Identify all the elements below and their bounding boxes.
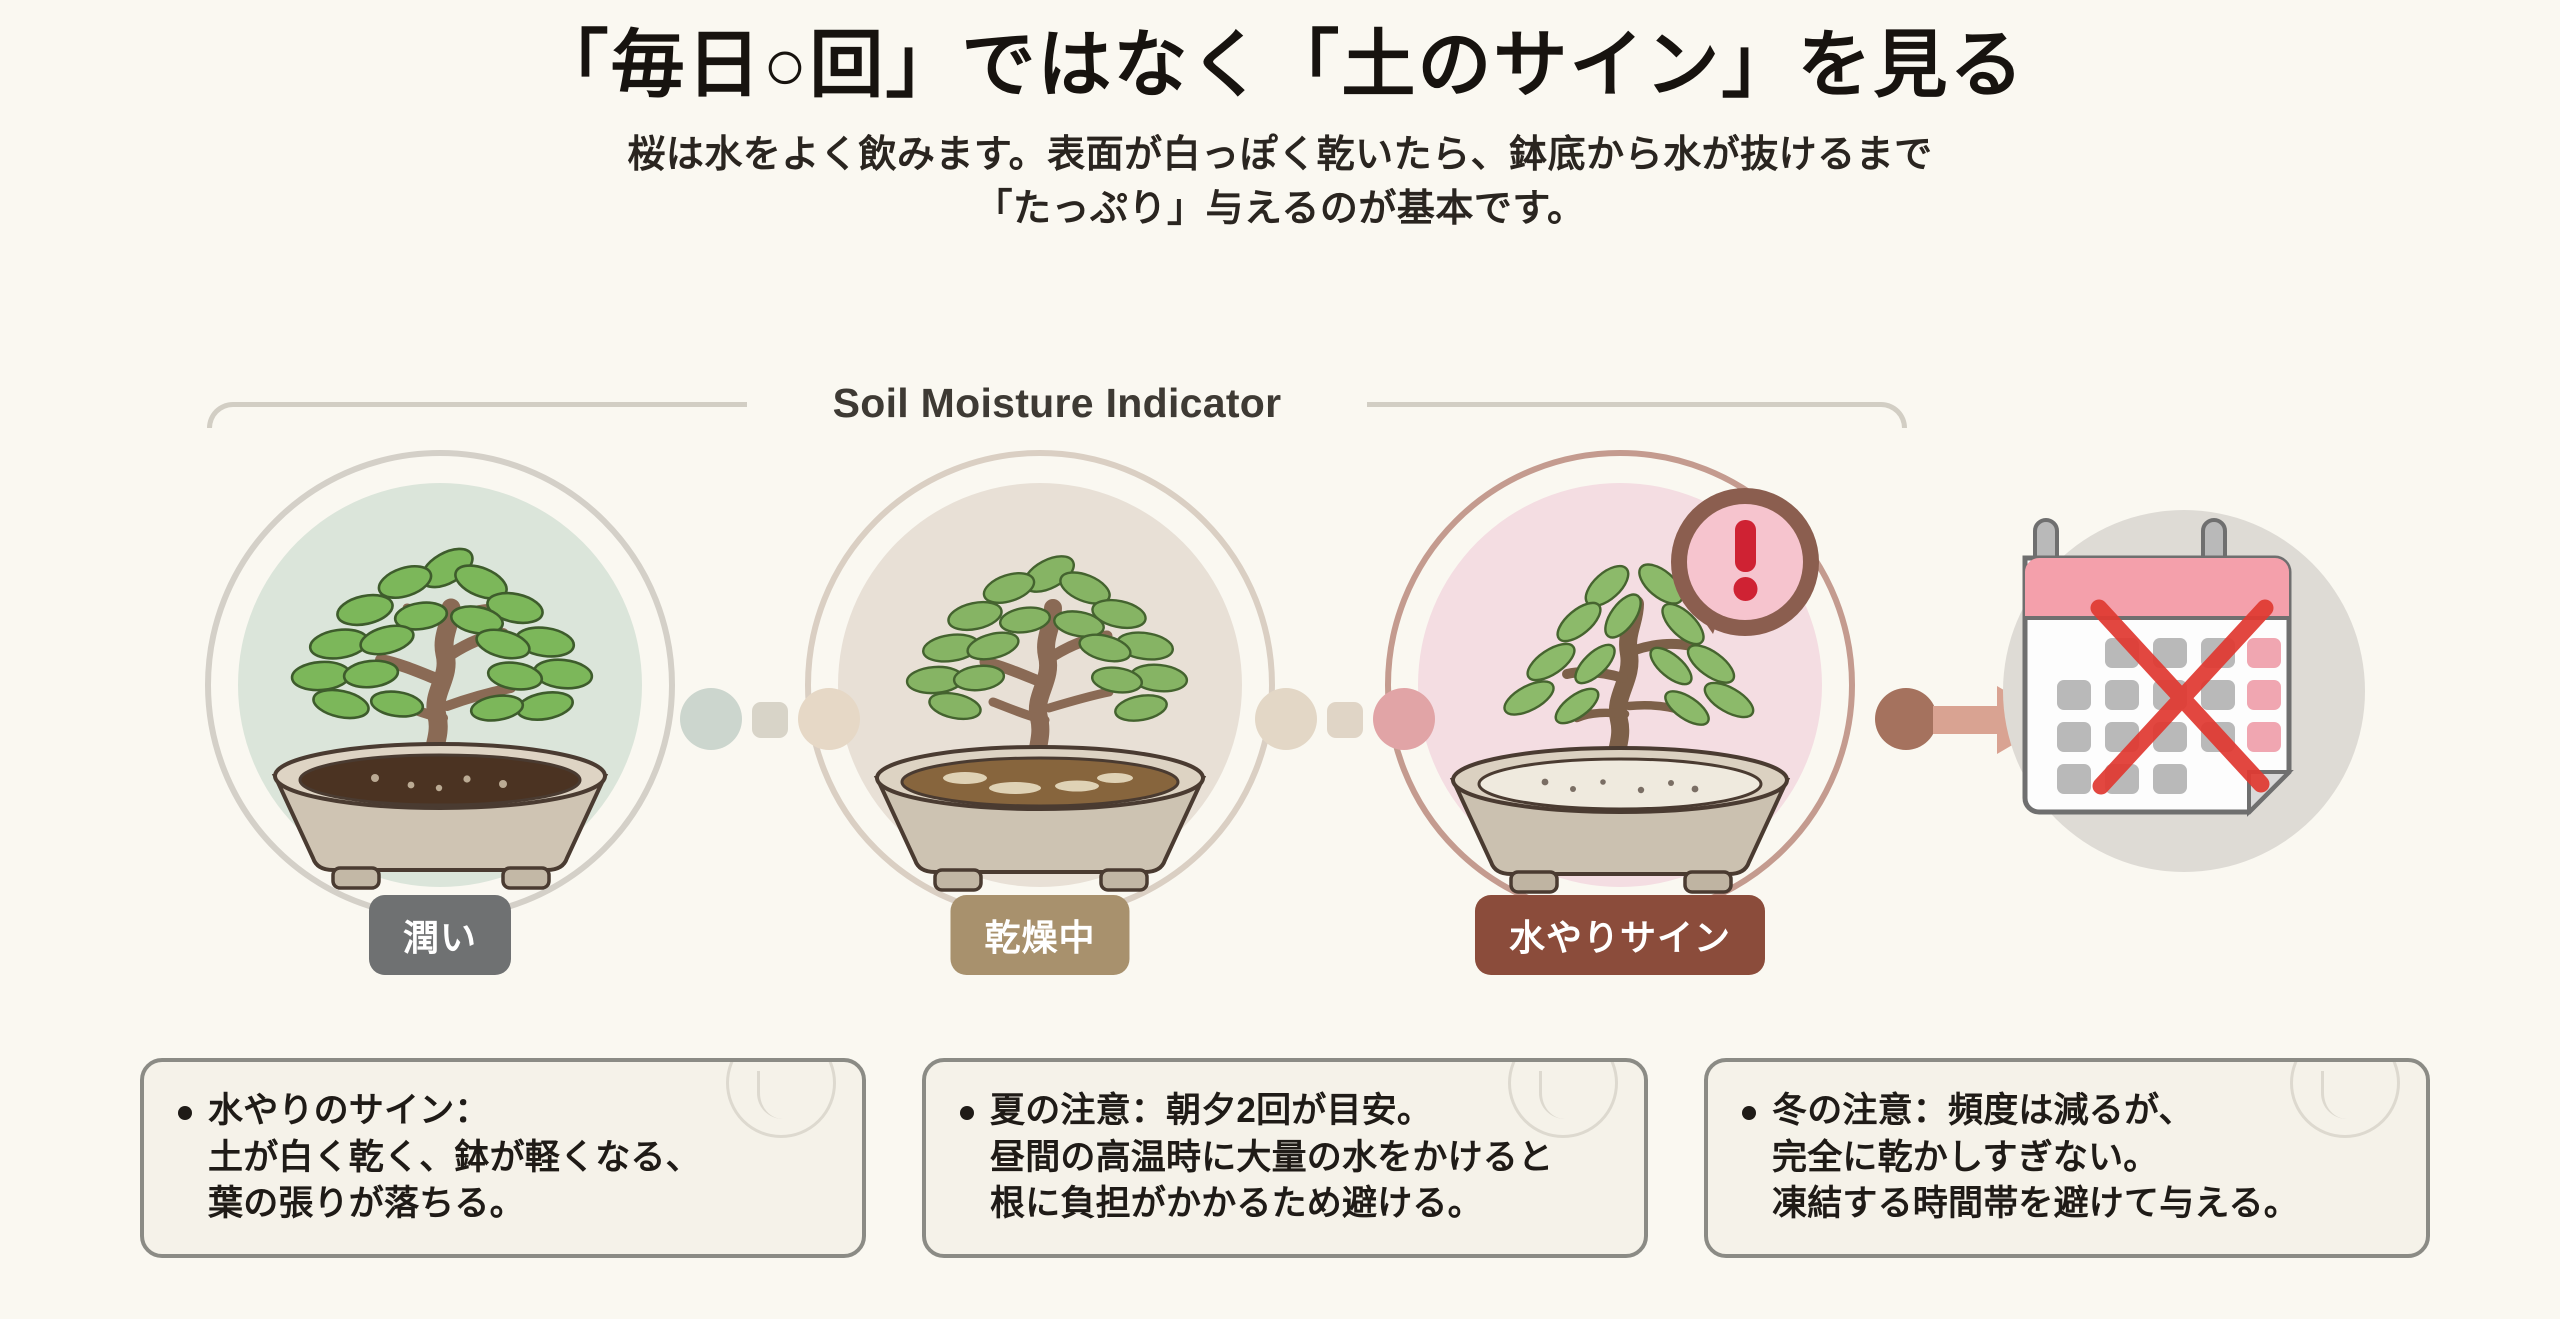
connector-dot-right — [1373, 688, 1435, 750]
connector-square — [752, 702, 788, 738]
bonsai-healthy-icon — [271, 547, 609, 890]
note-bullet-icon — [178, 1106, 192, 1120]
pot-shape — [873, 745, 1207, 892]
stage-moist[interactable]: 潤い — [190, 440, 690, 975]
note-line: 土が白く乾く、鉢が軽くなる、 — [208, 1137, 701, 1177]
note-lines: 夏の注意：朝夕2回が目安。 昼間の高温時に大量の水をかけると 根に負担がかかるた… — [990, 1088, 1614, 1228]
connector-dot-left — [680, 688, 742, 750]
note-lines: 水やりのサイン： 土が白く乾く、鉢が軽くなる、 葉の張りが落ちる。 — [208, 1088, 832, 1228]
note-card-summer: 夏の注意：朝夕2回が目安。 昼間の高温時に大量の水をかけると 根に負担がかかるた… — [922, 1058, 1648, 1258]
note-line: 凍結する時間帯を避けて与える。 — [1772, 1184, 2299, 1224]
page-title: 「毎日○回」ではなく「土のサイン」を見る — [534, 25, 2026, 107]
pot-shape — [271, 742, 609, 890]
note-line: 冬の注意：頻度は減るが、 — [1772, 1091, 2194, 1130]
note-line: 根に負担がかかるため避ける。 — [990, 1184, 1483, 1224]
alert-bubble-icon — [1671, 488, 1819, 636]
subtitle-line-1: 桜は水をよく飲みます。表面が白っぽく乾いたら、鉢底から水が抜けるまで — [627, 134, 1933, 177]
note-line: 夏の注意：朝夕2回が目安。 — [990, 1091, 1433, 1130]
connector-dot-right — [798, 688, 860, 750]
calendar-crossed-out — [1985, 490, 2385, 890]
pot-shape — [1449, 746, 1791, 894]
note-line: 完全に乾かしすぎない。 — [1772, 1137, 2159, 1177]
note-card-winter: 冬の注意：頻度は減るが、 完全に乾かしすぎない。 凍結する時間帯を避けて与える。 — [1704, 1058, 2430, 1258]
arrow-shaft — [1933, 706, 2005, 734]
connector-square — [1327, 702, 1363, 738]
stage-water-now[interactable]: 水やりサイン — [1370, 440, 1870, 975]
note-lines: 冬の注意：頻度は減るが、 完全に乾かしすぎない。 凍結する時間帯を避けて与える。 — [1772, 1088, 2396, 1228]
bracket-label: Soil Moisture Indicator — [806, 380, 1308, 427]
subtitle-line-2: 「たっぷり」与えるのが基本です。 — [974, 188, 1586, 231]
note-line: 葉の張りが落ちる。 — [208, 1184, 525, 1224]
arrow-origin-dot — [1875, 688, 1937, 750]
soil-moisture-bracket: Soil Moisture Indicator — [207, 380, 1907, 430]
bonsai-drying-icon — [873, 555, 1207, 892]
bracket-line-left — [207, 402, 747, 428]
note-card-watering-signs: 水やりのサイン： 土が白く乾く、鉢が軽くなる、 葉の張りが落ちる。 — [140, 1058, 866, 1258]
note-line: 水やりのサイン： — [208, 1091, 490, 1130]
connector-moist-to-drying — [680, 660, 860, 780]
subtitle: 桜は水をよく飲みます。表面が白っぽく乾いたら、鉢底から水が抜けるまで 「たっぷり… — [0, 129, 2560, 237]
calendar-icon — [2022, 518, 2294, 817]
stage-badge-drying[interactable]: 乾燥中 — [950, 895, 1130, 975]
header: 「毎日○回」ではなく「土のサイン」を見る 桜は水をよく飲みます。表面が白っぽく乾… — [0, 0, 2560, 237]
stage-badge-water-now[interactable]: 水やりサイン — [1474, 895, 1766, 975]
stage-drying[interactable]: 乾燥中 — [790, 440, 1290, 975]
note-bullet-icon — [1742, 1106, 1756, 1120]
note-line: 昼間の高温時に大量の水をかけると — [990, 1137, 1554, 1177]
bonsai-thirsty-icon — [1449, 488, 1819, 894]
notes-row: 水やりのサイン： 土が白く乾く、鉢が軽くなる、 葉の張りが落ちる。 夏の注意：朝… — [140, 1058, 2430, 1258]
stage-badge-moist[interactable]: 潤い — [368, 895, 512, 975]
connector-drying-to-water — [1255, 660, 1435, 780]
stage-row: 潤い — [0, 440, 2560, 1000]
note-bullet-icon — [960, 1106, 974, 1120]
connector-dot-left — [1255, 688, 1317, 750]
bracket-line-right — [1367, 402, 1907, 428]
